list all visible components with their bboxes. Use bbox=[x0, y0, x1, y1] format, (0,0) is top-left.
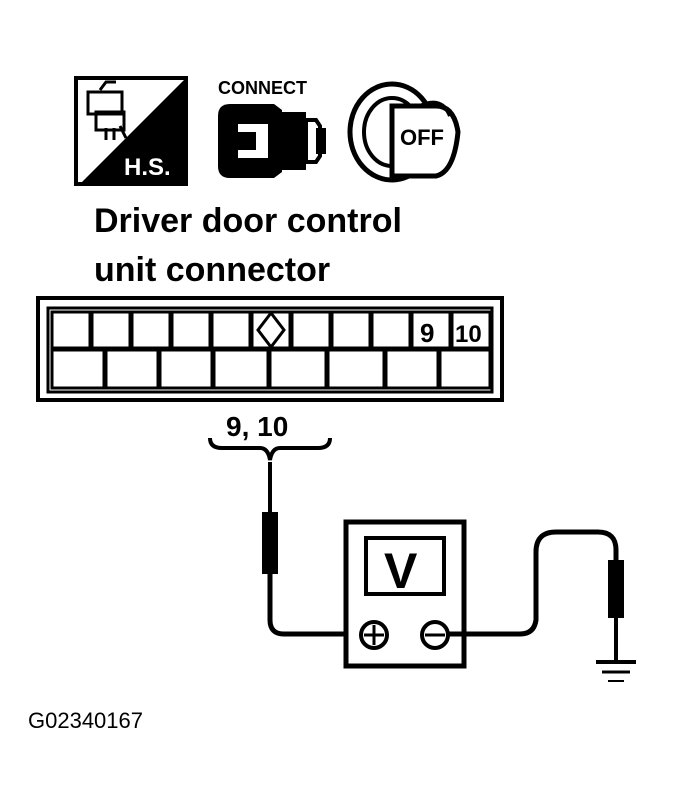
connector-key-diamond bbox=[256, 310, 286, 350]
ground-icon bbox=[596, 660, 636, 682]
connector-top-row bbox=[50, 310, 492, 350]
connect-icon: CONNECT bbox=[218, 78, 326, 178]
harness-connector-icon: H.S. bbox=[74, 76, 188, 186]
positive-terminal-icon bbox=[359, 620, 389, 650]
connector-title-line1: Driver door control bbox=[94, 202, 402, 240]
negative-terminal-icon bbox=[420, 620, 450, 650]
connect-label: CONNECT bbox=[218, 78, 307, 98]
negative-test-lead bbox=[448, 529, 624, 660]
voltmeter-symbol: V bbox=[384, 543, 418, 599]
key-off-label: OFF bbox=[400, 125, 444, 150]
voltmeter: V bbox=[343, 519, 467, 669]
harness-label: H.S. bbox=[124, 154, 171, 181]
connector-title-line2: unit connector bbox=[94, 251, 330, 289]
connector-body: 9 10 bbox=[36, 296, 504, 402]
probe-brace bbox=[208, 437, 332, 461]
positive-test-lead bbox=[262, 462, 360, 637]
voltmeter-display bbox=[364, 536, 446, 596]
pin-10-label: 10 bbox=[455, 321, 482, 348]
probe-pins-label: 9, 10 bbox=[226, 411, 288, 442]
connector-bottom-row bbox=[50, 348, 492, 390]
pin-9-label: 9 bbox=[420, 318, 434, 348]
figure-code: G02340167 bbox=[28, 708, 143, 733]
ignition-key-off-icon: OFF bbox=[347, 81, 461, 183]
